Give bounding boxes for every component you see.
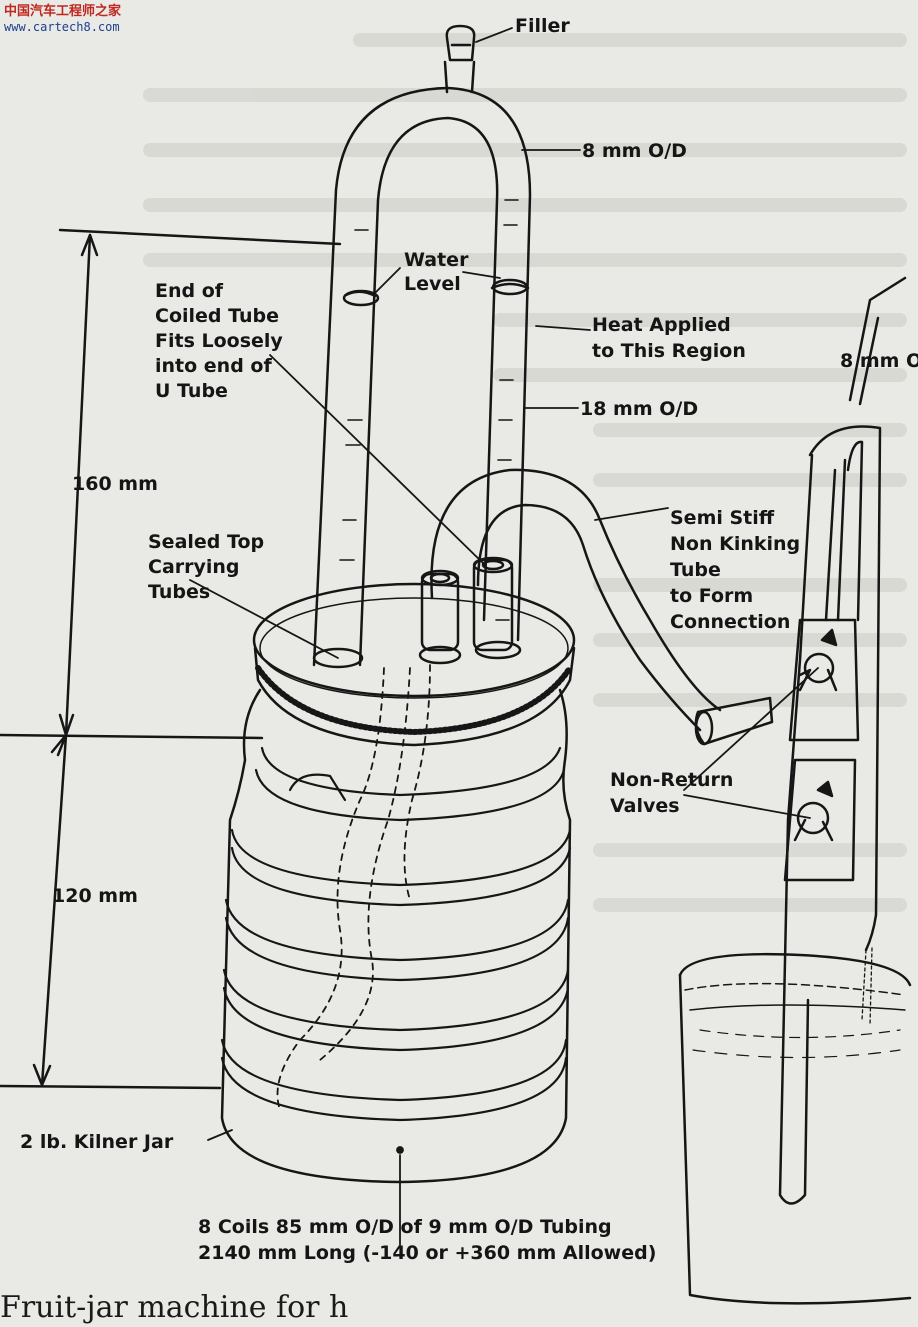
label-water-level-line2: Level (404, 273, 461, 295)
label-coils-line1: 8 Coils 85 mm O/D of 9 mm O/D Tubing (198, 1216, 612, 1238)
label-semi-stiff: Semi Stiff Non Kinking Tube to Form Conn… (670, 505, 800, 635)
connection-tube (430, 468, 722, 732)
jar-lid (252, 582, 576, 747)
watermark: 中国汽车工程师之家 www.cartech8.com (4, 4, 121, 34)
label-8mm-od: 8 mm O/D (582, 140, 687, 162)
label-dim-120: 120 mm (52, 885, 138, 907)
lid-tubes (420, 556, 514, 652)
dimension-lines (0, 228, 342, 1090)
kilner-jar (220, 664, 572, 1184)
label-heat-line1: Heat Applied (592, 314, 731, 336)
label-heat-applied: Heat Applied to This Region (592, 312, 746, 364)
watermark-url: www.cartech8.com (4, 20, 120, 34)
label-valves-line1: Non-Return (610, 769, 734, 791)
label-heat-line2: to This Region (592, 340, 746, 362)
label-water-level-line1: Water (404, 249, 469, 271)
label-coils-line2: 2140 mm Long (-140 or +360 mm Allowed) (198, 1242, 657, 1264)
label-coil-end-line3: Fits Loosely (155, 330, 283, 352)
label-non-return-valves: Non-Return Valves (610, 767, 733, 819)
beaker (678, 952, 912, 1305)
label-coil-end: End of Coiled Tube Fits Loosely into end… (155, 279, 283, 404)
label-dim-160: 160 mm (72, 473, 158, 495)
label-semi-line5: Connection (670, 611, 791, 633)
figure-caption: Fruit-jar machine for h (0, 1290, 349, 1325)
u-tube (312, 24, 532, 667)
label-coil-end-line2: Coiled Tube (155, 305, 280, 327)
label-valves-line2: Valves (610, 795, 680, 817)
label-pump-8mm: 8 mm O (840, 350, 918, 372)
leader-lines (189, 27, 819, 1246)
label-coils: 8 Coils 85 mm O/D of 9 mm O/D Tubing 214… (198, 1214, 656, 1266)
label-coil-end-line4: into end of (155, 355, 272, 377)
label-semi-line3: Tube (670, 559, 721, 581)
watermark-site-name: 中国汽车工程师之家 (4, 4, 122, 19)
label-sealed-line2: Carrying (148, 556, 240, 578)
label-18mm-od: 18 mm O/D (580, 398, 699, 420)
label-coil-end-line5: U Tube (155, 380, 228, 402)
label-sealed-line3: Tubes (148, 581, 211, 603)
label-semi-line1: Semi Stiff (670, 507, 775, 529)
label-sealed-line1: Sealed Top (148, 531, 265, 553)
pump-assembly (694, 276, 907, 1205)
label-water-level: Water Level (404, 248, 468, 296)
label-semi-line2: Non Kinking (670, 533, 801, 555)
background-text-bleed (143, 33, 907, 912)
label-semi-line4: to Form (670, 585, 754, 607)
label-kilner-jar: 2 lb. Kilner Jar (20, 1131, 174, 1153)
label-sealed-top: Sealed Top Carrying Tubes (148, 530, 264, 605)
label-coil-end-line1: End of (155, 280, 224, 302)
label-filler: Filler (515, 15, 570, 37)
